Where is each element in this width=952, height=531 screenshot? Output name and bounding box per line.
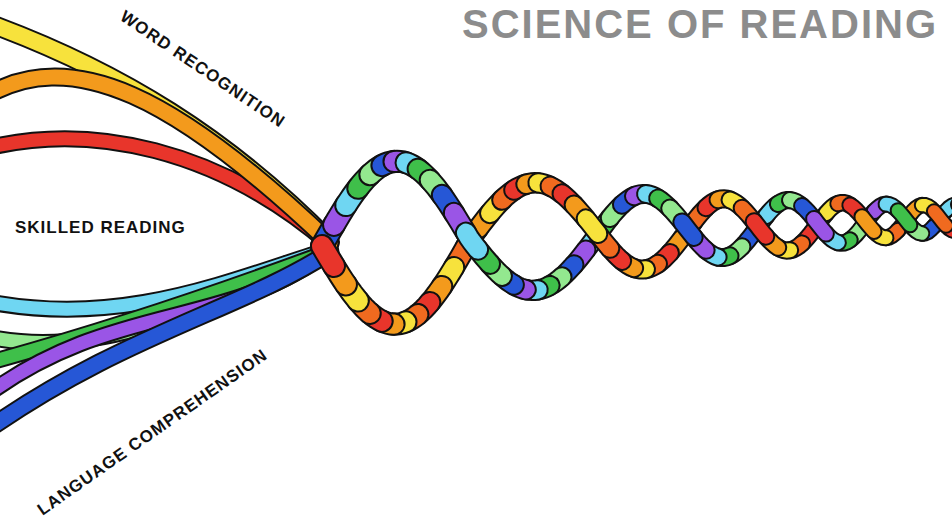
rope-outline: [862, 217, 874, 232]
rope-segment: [322, 246, 334, 266]
strand-outline: [0, 77, 330, 243]
rope-outline: [934, 211, 946, 225]
rope-outline: [466, 233, 478, 250]
rope-outline: [682, 222, 694, 238]
rope-segment: [682, 222, 694, 238]
rope-fill: [898, 211, 910, 226]
center-label: SKILLED READING: [13, 218, 188, 238]
rope-fill: [934, 211, 946, 225]
rope-fill: [586, 219, 598, 234]
language-strands: [0, 249, 330, 435]
braided-rope: [322, 161, 952, 324]
rope-segment: [586, 219, 598, 234]
rope-segment: [466, 233, 478, 250]
rope-outline: [934, 211, 946, 227]
rope-fill: [466, 233, 478, 250]
rope-segment: [934, 211, 946, 227]
rope-fill: [754, 222, 766, 237]
title: SCIENCE OF READING: [462, 2, 938, 46]
rope-fill: [322, 246, 334, 266]
rope-fill: [682, 222, 694, 238]
rope-segment: [754, 222, 766, 237]
rope-outline: [322, 246, 334, 266]
rope-outline: [682, 222, 694, 237]
strand: [0, 77, 330, 243]
rope-outline: [898, 211, 910, 226]
rope-fill: [934, 211, 946, 227]
rope-outline: [814, 219, 826, 234]
rope-fill: [682, 222, 694, 237]
strand-outline: [0, 252, 330, 435]
strand-label: WORD RECOGNITION: [114, 6, 290, 134]
rope-fill: [814, 219, 826, 234]
left-strands: [0, 20, 330, 435]
rope-outline: [754, 222, 766, 237]
rope-segment: [898, 211, 910, 226]
strand: [0, 252, 330, 435]
rope-segment: [934, 211, 946, 225]
rope-segment: [682, 222, 694, 237]
rope-fill: [862, 217, 874, 232]
rope-segment: [814, 219, 826, 234]
rope-outline: [586, 219, 598, 234]
rope-segment: [862, 217, 874, 232]
